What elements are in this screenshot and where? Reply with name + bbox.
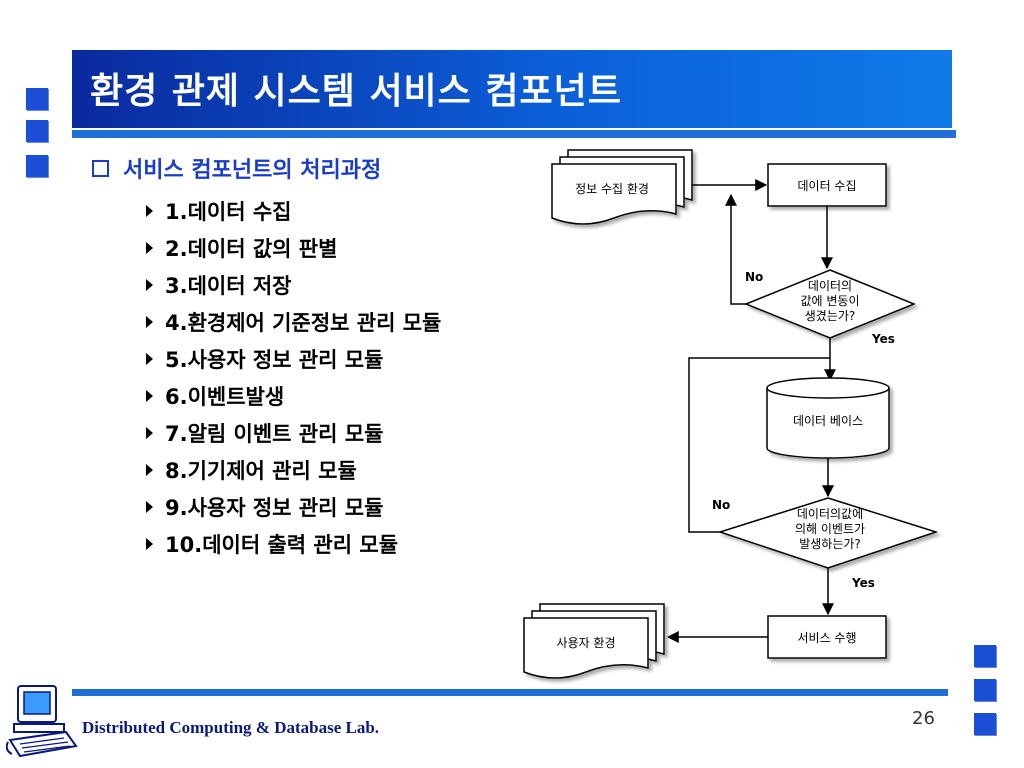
step-label: 9.사용자 정보 관리 모듈	[165, 495, 384, 520]
env-collect-label: 정보 수집 환경	[575, 182, 649, 196]
arrow-bullet-icon	[146, 352, 153, 365]
arrow-bullet-icon	[146, 537, 153, 550]
deco-square-right-1	[974, 645, 996, 667]
step-label: 8.기기제어 관리 모듈	[165, 458, 357, 483]
decision1-line3: 생겼는가?	[805, 309, 856, 323]
step-label: 1.데이터 수집	[165, 199, 292, 224]
arrow-bullet-icon	[146, 500, 153, 513]
footer-rule	[72, 689, 948, 696]
list-item: 5.사용자 정보 관리 모듈	[146, 340, 441, 377]
title-underline	[72, 130, 956, 138]
process-list: 서비스 컴포넌트의 처리과정 1.데이터 수집 2.데이터 값의 판별 3.데이…	[92, 152, 441, 562]
arrow-bullet-icon	[146, 241, 153, 254]
arrow-bullet-icon	[146, 389, 153, 402]
user-env-document	[523, 603, 665, 679]
checkbox-bullet-icon	[92, 159, 109, 177]
decision2-yes-label: Yes	[851, 576, 875, 590]
list-item: 2.데이터 값의 판별	[146, 229, 441, 266]
user-env-label: 사용자 환경	[556, 636, 615, 650]
database-cylinder	[766, 377, 890, 459]
footer-lab-name: Distributed Computing & Database Lab.	[82, 718, 380, 737]
arrow-decision2-no	[688, 357, 830, 533]
service-box	[767, 615, 887, 659]
list-item: 6.이벤트발생	[146, 377, 441, 414]
list-item: 1.데이터 수집	[146, 192, 441, 229]
arrow-bullet-icon	[146, 204, 153, 217]
decision1-yes-label: Yes	[871, 332, 895, 346]
decision1-line2: 값에 변동이	[800, 294, 859, 308]
list-item: 8.기기제어 관리 모듈	[146, 451, 441, 488]
step-label: 10.데이터 출력 관리 모듈	[165, 532, 399, 557]
computer-logo-icon	[6, 685, 78, 758]
list-item: 7.알림 이벤트 관리 모듈	[146, 414, 441, 451]
arrow-bullet-icon	[146, 315, 153, 328]
page-title: 환경 관제 시스템 서비스 컴포넌트	[90, 71, 622, 112]
database-label: 데이터 베이스	[793, 414, 863, 428]
service-label: 서비스 수행	[797, 630, 856, 645]
step-label: 6.이벤트발생	[165, 384, 285, 409]
arrow-bullet-icon	[146, 278, 153, 291]
step-label: 2.데이터 값의 판별	[165, 236, 338, 261]
decision2-line2: 의해 이벤트가	[795, 522, 865, 536]
deco-square-left-3	[26, 155, 48, 177]
section-heading-text: 서비스 컴포넌트의 처리과정	[123, 158, 382, 183]
data-collect-box	[767, 163, 887, 207]
deco-square-right-2	[974, 679, 996, 701]
step-list: 1.데이터 수집 2.데이터 값의 판별 3.데이터 저장 4.환경제어 기준정…	[146, 192, 441, 562]
step-label: 4.환경제어 기준정보 관리 모듈	[165, 310, 442, 335]
arrow-decision1-no	[725, 193, 746, 305]
page-number: 26	[912, 708, 935, 729]
deco-square-left-1	[26, 88, 48, 110]
step-label: 7.알림 이벤트 관리 모듈	[165, 421, 384, 446]
decision2-line3: 발생하는가?	[799, 537, 861, 551]
title-bar: 환경 관제 시스템 서비스 컴포넌트	[72, 50, 952, 128]
list-item: 9.사용자 정보 관리 모듈	[146, 488, 441, 525]
step-label: 3.데이터 저장	[165, 273, 292, 298]
decision2-no-label: No	[712, 498, 730, 512]
section-heading: 서비스 컴포넌트의 처리과정	[92, 152, 441, 184]
step-label: 5.사용자 정보 관리 모듈	[165, 347, 384, 372]
list-item: 10.데이터 출력 관리 모듈	[146, 525, 441, 562]
list-item: 3.데이터 저장	[146, 266, 441, 303]
decision2-line1: 데이터의값에	[797, 507, 863, 521]
data-collect-label: 데이터 수집	[797, 179, 856, 193]
decision1-line1: 데이터의	[808, 279, 852, 293]
env-collect-document	[551, 149, 693, 225]
deco-square-left-2	[26, 120, 48, 142]
decision1-no-label: No	[745, 270, 763, 284]
deco-square-right-3	[974, 713, 996, 735]
arrow-bullet-icon	[146, 426, 153, 439]
list-item: 4.환경제어 기준정보 관리 모듈	[146, 303, 441, 340]
arrow-bullet-icon	[146, 463, 153, 476]
